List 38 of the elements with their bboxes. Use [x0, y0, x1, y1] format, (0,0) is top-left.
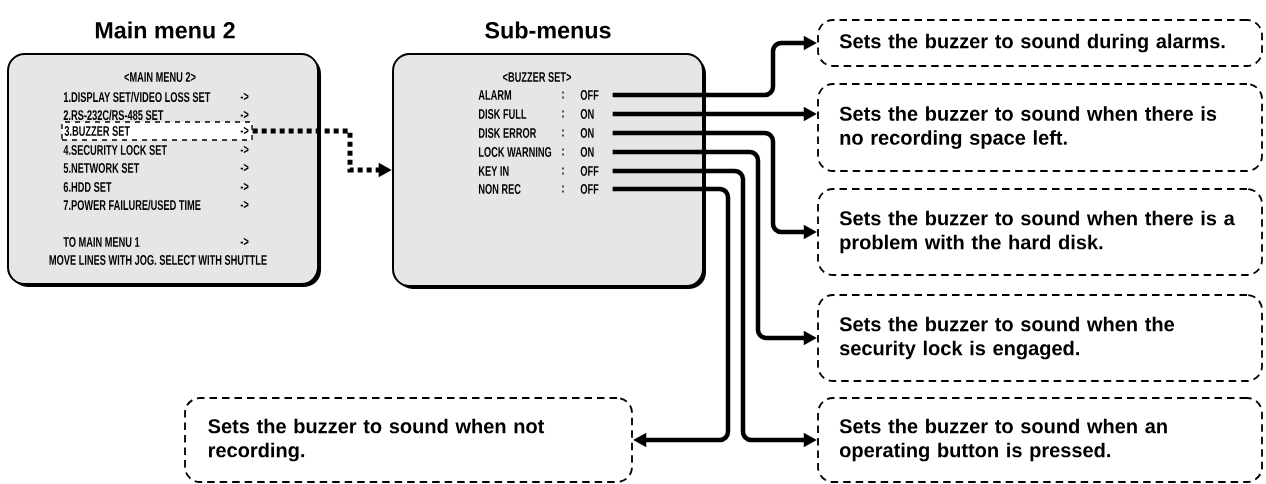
node-label: ->	[240, 237, 249, 246]
menu-item: LOCK WARNING : ON	[478, 147, 594, 157]
menu-item: 2.RS-232C/RS-485 SET ->	[63, 109, 249, 121]
description-box: Sets the buzzer to sound when there is a problem with the hard disk.	[817, 188, 1263, 276]
node-label: 5.NETWORK SET	[63, 163, 140, 173]
highlighted-menu-item: 3.BUZZER SET ->	[61, 121, 253, 141]
menu-item: 7.POWER FAILURE/USED TIME ->	[63, 199, 249, 211]
node-label: ->	[240, 110, 249, 119]
menu-item: 5.NETWORK SET ->	[63, 163, 249, 173]
description-box: Sets the buzzer to sound when there is no recording space left.	[817, 83, 1263, 172]
panel-title: Main menu 2	[95, 21, 235, 39]
menu-item: ALARM : OFF	[478, 90, 599, 100]
menu-item: DISK FULL : ON	[478, 109, 594, 119]
node-label: 7.POWER FAILURE/USED TIME	[63, 199, 201, 211]
menu-item: DISK ERROR : ON	[478, 128, 594, 138]
description-box: Sets the buzzer to sound when an operating button is pressed.	[817, 397, 1263, 483]
menu-item: 4.SECURITY LOCK SET ->	[63, 145, 249, 155]
menu-item: 6.HDD SET ->	[63, 182, 249, 192]
menu-item: KEY IN : OFF	[478, 166, 599, 176]
description-box: Sets the buzzer to sound when not recording.	[184, 397, 633, 483]
node-label: ->	[240, 200, 249, 209]
node-label: ->	[240, 163, 249, 172]
panel-title: Sub-menus	[485, 21, 611, 39]
menu-heading: <BUZZER SET>	[503, 72, 571, 82]
menu-item: 1.DISPLAY SET/VIDEO LOSS SET ->	[63, 91, 249, 103]
arrow	[612, 186, 731, 448]
menu-heading: <MAIN MENU 2>	[124, 72, 196, 82]
menu-hint: MOVE LINES WITH JOG. SELECT WITH SHUTTLE	[49, 255, 267, 265]
node-label: 4.SECURITY LOCK SET	[63, 145, 167, 155]
node-label: 6.HDD SET	[63, 182, 112, 192]
node-label: 2.RS-232C/RS-485 SET	[63, 109, 164, 121]
description-box: Sets the buzzer to sound during alarms.	[817, 19, 1263, 67]
node-label: ->	[240, 145, 249, 154]
menu-item: TO MAIN MENU 1 ->	[63, 237, 249, 247]
node-label: TO MAIN MENU 1	[63, 237, 140, 247]
menu-item: NON REC : OFF	[478, 184, 599, 194]
node-label: ->	[240, 182, 249, 191]
description-box: Sets the buzzer to sound when the security lock is engaged.	[817, 294, 1263, 382]
